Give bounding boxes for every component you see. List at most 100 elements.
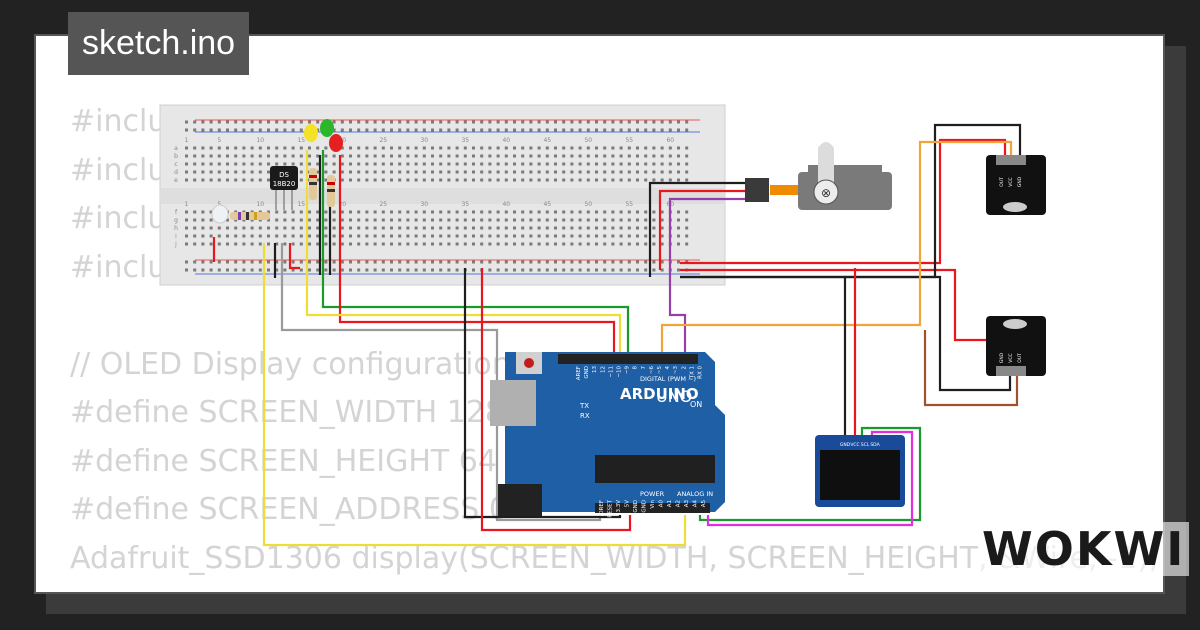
breadboard-hole[interactable] xyxy=(685,170,689,174)
breadboard-hole[interactable] xyxy=(570,178,574,182)
breadboard-hole[interactable] xyxy=(299,242,303,246)
breadboard-hole[interactable] xyxy=(242,234,246,238)
breadboard-hole[interactable] xyxy=(193,234,197,238)
resistors[interactable] xyxy=(230,168,335,220)
breadboard-hole[interactable] xyxy=(677,146,680,150)
breadboard-hole[interactable] xyxy=(299,210,303,214)
breadboard-hole[interactable] xyxy=(660,234,664,238)
breadboard-hole[interactable] xyxy=(340,170,344,174)
breadboard-hole[interactable] xyxy=(578,178,582,182)
breadboard-hole[interactable] xyxy=(570,234,574,238)
breadboard-hole[interactable] xyxy=(677,260,680,264)
breadboard-hole[interactable] xyxy=(537,120,541,124)
breadboard-hole[interactable] xyxy=(529,218,533,222)
breadboard-hole[interactable] xyxy=(299,218,303,222)
breadboard-hole[interactable] xyxy=(250,260,254,264)
breadboard-hole[interactable] xyxy=(193,260,197,264)
breadboard-hole[interactable] xyxy=(349,146,352,150)
breadboard-hole[interactable] xyxy=(217,234,221,238)
breadboard-hole[interactable] xyxy=(521,178,525,182)
breadboard-hole[interactable] xyxy=(439,260,443,264)
breadboard-hole[interactable] xyxy=(209,210,213,214)
breadboard-hole[interactable] xyxy=(242,170,246,174)
breadboard-hole[interactable] xyxy=(217,128,221,132)
breadboard-hole[interactable] xyxy=(332,226,336,230)
breadboard-hole[interactable] xyxy=(677,178,680,182)
breadboard-hole[interactable] xyxy=(398,120,402,124)
breadboard-hole[interactable] xyxy=(685,210,689,214)
breadboard-hole[interactable] xyxy=(496,210,500,214)
breadboard-hole[interactable] xyxy=(398,218,402,222)
breadboard-hole[interactable] xyxy=(480,210,484,214)
breadboard-hole[interactable] xyxy=(381,260,385,264)
breadboard-hole[interactable] xyxy=(299,178,303,182)
breadboard-hole[interactable] xyxy=(455,120,459,124)
breadboard-hole[interactable] xyxy=(480,218,484,222)
breadboard-hole[interactable] xyxy=(447,234,451,238)
breadboard-hole[interactable] xyxy=(349,226,352,230)
breadboard-hole[interactable] xyxy=(660,170,664,174)
breadboard-hole[interactable] xyxy=(554,242,557,246)
breadboard-hole[interactable] xyxy=(488,210,492,214)
breadboard-hole[interactable] xyxy=(677,268,680,272)
breadboard-hole[interactable] xyxy=(431,120,434,124)
breadboard-hole[interactable] xyxy=(677,226,680,230)
breadboard-hole[interactable] xyxy=(513,154,516,158)
breadboard-hole[interactable] xyxy=(267,154,270,158)
breadboard-hole[interactable] xyxy=(545,234,549,238)
breadboard-hole[interactable] xyxy=(258,170,262,174)
breadboard-hole[interactable] xyxy=(340,162,344,166)
breadboard-hole[interactable] xyxy=(504,154,508,158)
breadboard-hole[interactable] xyxy=(488,146,492,150)
breadboard-hole[interactable] xyxy=(513,234,516,238)
breadboard-hole[interactable] xyxy=(275,210,279,214)
breadboard-hole[interactable] xyxy=(463,242,467,246)
breadboard-hole[interactable] xyxy=(480,234,484,238)
breadboard-hole[interactable] xyxy=(677,234,680,238)
breadboard-hole[interactable] xyxy=(209,242,213,246)
breadboard-hole[interactable] xyxy=(365,120,369,124)
breadboard-hole[interactable] xyxy=(504,260,508,264)
breadboard-hole[interactable] xyxy=(472,218,475,222)
breadboard-hole[interactable] xyxy=(431,162,434,166)
breadboard-hole[interactable] xyxy=(414,162,418,166)
breadboard-hole[interactable] xyxy=(529,162,533,166)
breadboard-hole[interactable] xyxy=(299,120,303,124)
breadboard-hole[interactable] xyxy=(578,268,582,272)
breadboard-hole[interactable] xyxy=(308,260,311,264)
breadboard-hole[interactable] xyxy=(496,120,500,124)
breadboard-hole[interactable] xyxy=(357,268,361,272)
breadboard-hole[interactable] xyxy=(578,162,582,166)
breadboard-hole[interactable] xyxy=(291,210,295,214)
breadboard-hole[interactable] xyxy=(677,210,680,214)
breadboard-hole[interactable] xyxy=(349,120,352,124)
breadboard-hole[interactable] xyxy=(349,210,352,214)
breadboard-hole[interactable] xyxy=(185,162,188,166)
breadboard-hole[interactable] xyxy=(390,226,393,230)
breadboard-hole[interactable] xyxy=(529,234,533,238)
breadboard-hole[interactable] xyxy=(644,154,648,158)
breadboard-hole[interactable] xyxy=(349,260,352,264)
breadboard-hole[interactable] xyxy=(308,210,311,214)
breadboard-hole[interactable] xyxy=(685,242,689,246)
breadboard-hole[interactable] xyxy=(463,170,467,174)
breadboard-hole[interactable] xyxy=(357,260,361,264)
breadboard-hole[interactable] xyxy=(267,226,270,230)
breadboard-hole[interactable] xyxy=(390,218,393,222)
breadboard-hole[interactable] xyxy=(545,242,549,246)
breadboard-hole[interactable] xyxy=(390,128,393,132)
breadboard-hole[interactable] xyxy=(381,162,385,166)
breadboard-hole[interactable] xyxy=(291,120,295,124)
breadboard-hole[interactable] xyxy=(504,170,508,174)
breadboard-hole[interactable] xyxy=(201,146,205,150)
breadboard-hole[interactable] xyxy=(455,260,459,264)
breadboard-hole[interactable] xyxy=(217,162,221,166)
breadboard-hole[interactable] xyxy=(463,120,467,124)
breadboard-hole[interactable] xyxy=(472,178,475,182)
breadboard-hole[interactable] xyxy=(209,146,213,150)
breadboard-hole[interactable] xyxy=(349,128,352,132)
breadboard-hole[interactable] xyxy=(234,226,238,230)
breadboard-hole[interactable] xyxy=(316,218,320,222)
breadboard-hole[interactable] xyxy=(521,218,525,222)
breadboard-hole[interactable] xyxy=(217,120,221,124)
